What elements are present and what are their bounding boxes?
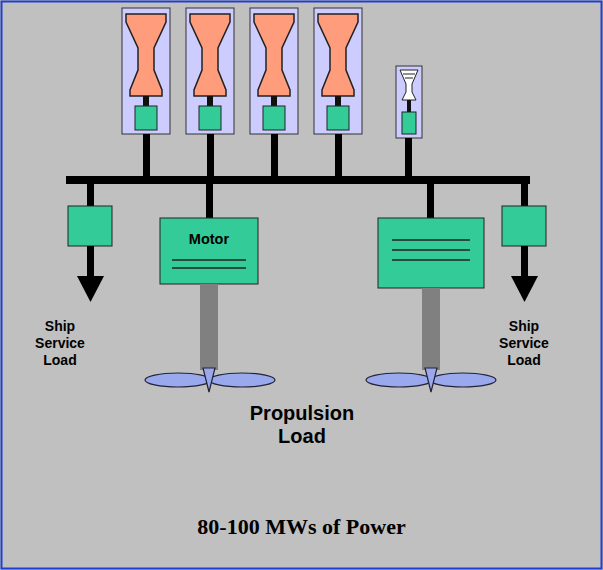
load-label: Ship Service Load: [28, 318, 92, 369]
motor-label: Motor: [160, 230, 258, 249]
load-label: Ship Service Load: [492, 318, 556, 369]
caption: 80-100 MWs of Power: [20, 513, 583, 541]
motor-box: Motor: [160, 218, 258, 258]
load-label: Propulsion Load: [232, 402, 372, 448]
